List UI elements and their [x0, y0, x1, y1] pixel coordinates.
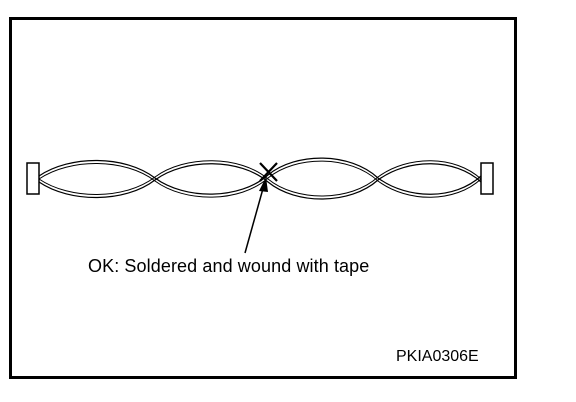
caption-text: OK: Soldered and wound with tape	[88, 256, 370, 276]
twisted-wire-a-inner	[38, 160, 482, 198]
twisted-wire-b-inner	[38, 160, 482, 197]
figure-id-label: PKIA0306E	[396, 348, 479, 365]
left-connector	[26, 162, 40, 195]
twisted-wire-a	[38, 157, 482, 195]
solder-point-x-mark	[259, 162, 278, 182]
leader-arrow	[244, 177, 268, 254]
right-connector	[480, 162, 494, 195]
twisted-wire-b	[38, 163, 482, 200]
